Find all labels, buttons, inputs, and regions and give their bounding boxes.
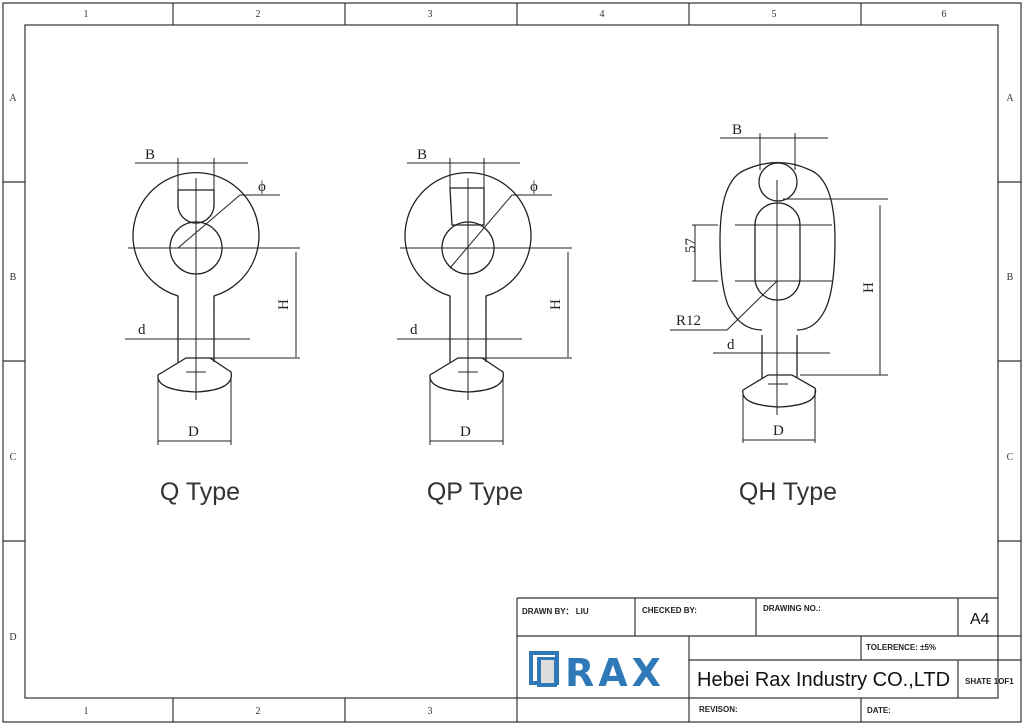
q-type-drawing: B ϕ H d D Q Type — [125, 147, 300, 506]
zone-col-label: 1 — [84, 9, 89, 20]
dim-b: B — [145, 147, 155, 163]
dim-h: H — [276, 299, 292, 310]
type-label: QP Type — [427, 478, 523, 506]
type-label: Q Type — [160, 478, 240, 506]
zone-labels-rows: A B C D A B C — [9, 93, 1014, 643]
zone-dividers — [3, 3, 1021, 722]
dim-d-large: D — [460, 424, 471, 440]
sheet-number: SHATE 1OF1 — [965, 677, 1014, 686]
dim-radius: R12 — [676, 313, 701, 329]
drawing-number: DRAWING NO.: — [763, 604, 821, 613]
drawn-by: DRAWN BY： LIU — [522, 607, 589, 616]
zone-row-label: D — [9, 632, 16, 643]
dim-b: B — [417, 147, 427, 163]
qh-type-drawing: B 57 R12 H d D QH Type — [670, 122, 888, 506]
rax-logo-text: RAX — [565, 651, 665, 695]
dim-h: H — [861, 282, 877, 293]
zone-row-label: C — [10, 452, 17, 463]
zone-row-label: A — [1006, 93, 1014, 104]
zone-row-label: C — [1007, 452, 1014, 463]
zone-col-label: 1 — [84, 706, 89, 717]
dim-h: H — [548, 299, 564, 310]
zone-row-label: B — [1007, 272, 1014, 283]
zone-labels-bottom: 1 2 3 — [84, 706, 433, 717]
dim-b: B — [732, 122, 742, 138]
zone-col-label: 6 — [942, 9, 947, 20]
qp-type-drawing: B ϕ H d D QP Type — [397, 147, 572, 506]
zone-col-label: 2 — [256, 9, 261, 20]
dim-d-small: d — [727, 337, 735, 353]
dim-phi: ϕ — [258, 179, 266, 195]
inner-frame — [24, 24, 999, 699]
zone-col-label: 4 — [600, 9, 605, 20]
revision: REVISON: — [699, 705, 738, 714]
zone-col-label: 5 — [772, 9, 777, 20]
sheet-size: A4 — [970, 611, 990, 628]
title-block: DRAWN BY： LIU CHECKED BY: DRAWING NO.: A… — [516, 597, 1021, 722]
dim-d-small: d — [410, 322, 418, 338]
zone-row-label: B — [10, 272, 17, 283]
dim-phi: ϕ — [530, 179, 538, 195]
zone-labels-top: 1 2 3 4 5 6 — [84, 9, 947, 20]
tolerance: TOLERENCE: ±5% — [866, 643, 936, 652]
zone-col-label: 2 — [256, 706, 261, 717]
zone-col-label: 3 — [428, 9, 433, 20]
zone-row-label: A — [9, 93, 17, 104]
date: DATE: — [867, 706, 891, 715]
company-name: Hebei Rax Industry CO.,LTD — [697, 669, 950, 691]
dim-slot: 57 — [683, 238, 699, 254]
dim-d-large: D — [188, 424, 199, 440]
zone-col-label: 3 — [428, 706, 433, 717]
dim-d-small: d — [138, 322, 146, 338]
checked-by: CHECKED BY: — [642, 606, 697, 615]
type-label: QH Type — [739, 478, 837, 506]
dim-d-large: D — [773, 423, 784, 439]
rax-logo-mark — [529, 651, 559, 687]
